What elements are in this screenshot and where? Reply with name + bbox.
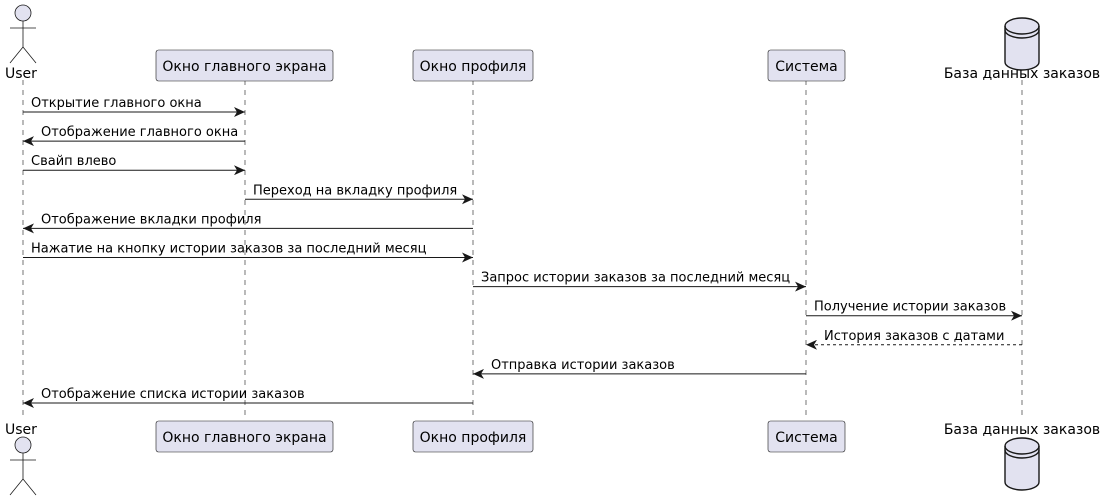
participant-label-profile: Окно профиля — [420, 430, 527, 446]
message-5: Отображение вкладки профиля — [23, 212, 473, 234]
actor-user-top: User — [5, 4, 37, 82]
participant-label-db: База данных заказов — [944, 422, 1100, 438]
participant-system-bottom: Система — [767, 420, 846, 453]
message-7: Запрос истории заказов за последний меся… — [473, 271, 806, 292]
participant-profile-bottom: Окно профиля — [412, 420, 534, 453]
participant-system-top: Система — [767, 49, 846, 82]
message-label: Свайп влево — [31, 154, 116, 169]
participant-label-user: User — [5, 422, 37, 438]
participant-label-db: База данных заказов — [944, 66, 1100, 82]
message-label: Открытие главного окна — [31, 96, 202, 111]
participant-label-main: Окно главного экрана — [162, 430, 326, 446]
participant-label-user: User — [5, 66, 37, 82]
message-4: Переход на вкладку профиля — [245, 183, 473, 205]
message-1: Открытие главного окна — [23, 96, 245, 117]
message-3: Свайп влево — [23, 154, 245, 176]
message-label: Получение истории заказов — [814, 300, 1006, 315]
message-10: Отправка истории заказов — [473, 358, 806, 379]
participant-label-system: Система — [775, 59, 837, 75]
message-11: Отображение списка истории заказов — [23, 387, 473, 408]
actor-user-bottom: User — [5, 422, 37, 496]
message-label: Нажатие на кнопку истории заказов за пос… — [31, 242, 427, 257]
message-2: Отображение главного окна — [23, 125, 245, 147]
message-label: Отображение главного окна — [41, 125, 238, 140]
participant-main-bottom: Окно главного экрана — [155, 420, 334, 453]
participant-label-profile: Окно профиля — [420, 59, 527, 75]
message-label: Отображение списка истории заказов — [41, 387, 305, 402]
message-label: История заказов с датами — [824, 329, 1004, 344]
message-6: Нажатие на кнопку истории заказов за пос… — [23, 242, 473, 263]
database-db-bottom: База данных заказов — [944, 422, 1100, 491]
message-8: Получение истории заказов — [806, 300, 1022, 321]
participant-main-top: Окно главного экрана — [155, 49, 334, 82]
message-label: Отправка истории заказов — [491, 358, 675, 373]
message-label: Отображение вкладки профиля — [41, 212, 261, 227]
message-9: История заказов с датами — [806, 329, 1022, 350]
participant-profile-top: Окно профиля — [412, 49, 534, 82]
participant-label-main: Окно главного экрана — [162, 59, 326, 75]
message-label: Переход на вкладку профиля — [253, 183, 457, 198]
participant-label-system: Система — [775, 430, 837, 446]
message-label: Запрос истории заказов за последний меся… — [481, 271, 790, 286]
database-db-top: База данных заказов — [944, 17, 1100, 82]
